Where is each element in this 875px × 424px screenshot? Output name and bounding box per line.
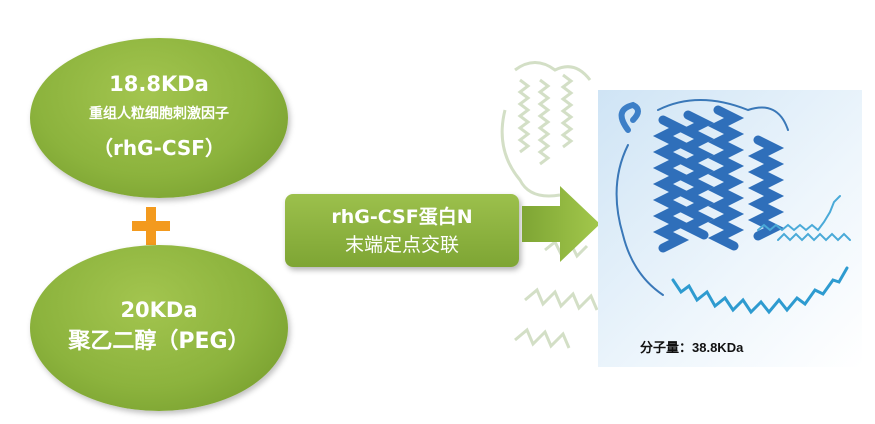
rhg-csf-name: 重组人粒细胞刺激因子 xyxy=(89,106,229,122)
peg-ellipse: 20KDa 聚乙二醇（PEG） xyxy=(30,245,288,411)
peg-name: 聚乙二醇（PEG） xyxy=(68,329,250,354)
protein-structure-image xyxy=(615,99,851,315)
plus-icon xyxy=(132,207,170,245)
right-arrow-icon xyxy=(522,186,600,262)
rhg-csf-ellipse: 18.8KDa 重组人粒细胞刺激因子 （rhG-CSF） xyxy=(30,38,288,198)
faded-protein-image xyxy=(500,61,599,349)
process-line2: 末端定点交联 xyxy=(344,233,459,256)
peg-mass: 20KDa xyxy=(120,298,198,322)
process-line1: rhG-CSF蛋白N xyxy=(331,205,473,228)
process-box: rhG-CSF蛋白N 末端定点交联 xyxy=(285,194,519,267)
molecular-weight-label: 分子量：38.8KDa xyxy=(640,340,744,355)
rhg-csf-abbr: （rhG-CSF） xyxy=(93,136,225,160)
rhg-csf-mass: 18.8KDa xyxy=(109,72,209,96)
pegylated-protein-panel xyxy=(598,90,862,367)
